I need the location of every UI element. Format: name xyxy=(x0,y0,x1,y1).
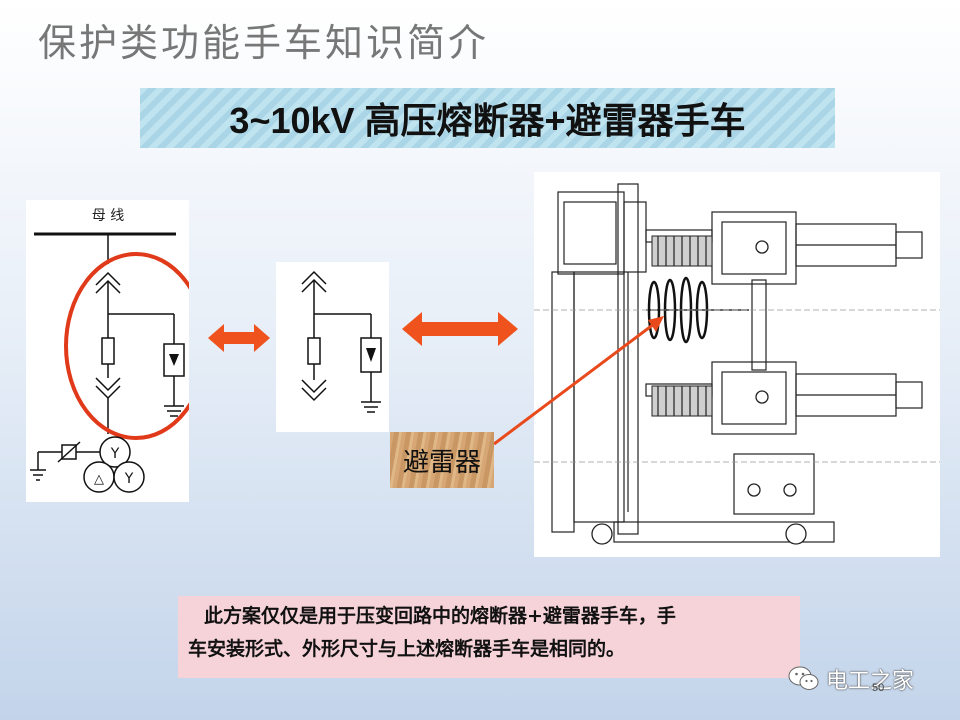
fuse-symbol xyxy=(101,337,115,365)
wechat-logo-icon xyxy=(788,666,819,690)
highlight-circle xyxy=(64,252,189,440)
note-line-2: 车安装形式、外形尺寸与上述熔断器手车是相同的。 xyxy=(188,638,626,660)
pointer-arrow xyxy=(493,316,664,446)
subtitle-banner: 3~10kV 高压熔断器+避雷器手车 xyxy=(140,88,835,148)
double-arrow-icon xyxy=(208,324,270,352)
pt-winding-2 xyxy=(113,461,145,493)
svg-text:△: △ xyxy=(94,472,104,487)
handcart-schematic xyxy=(276,262,389,432)
watermark-text: 电工之家 xyxy=(826,669,915,694)
double-arrow-icon xyxy=(402,312,518,346)
handcart-schematic-svg xyxy=(301,270,382,413)
watermark: 电工之家 xyxy=(788,664,914,694)
svg-text:Y: Y xyxy=(124,471,134,487)
circuit-diagram-full: 母 线 Y △ Y xyxy=(26,200,189,502)
fuse-symbol xyxy=(307,337,321,365)
slide-title: 保护类功能手车知识简介 xyxy=(38,21,490,65)
svg-text:Y: Y xyxy=(110,446,120,462)
arrestor-label: 避雷器 xyxy=(390,432,494,488)
note-box: 此方案仅仅是用于压变回路中的熔断器+避雷器手车，手 车安装形式、外形尺寸与上述熔… xyxy=(178,596,800,678)
busbar-label: 母 线 xyxy=(92,208,124,224)
circuit-diagram-svg: 母 线 Y △ Y xyxy=(30,208,189,493)
page-number: 50 xyxy=(872,682,885,694)
mechanical-drawing-svg xyxy=(534,183,940,545)
note-line-1: 此方案仅仅是用于压变回路中的熔断器+避雷器手车，手 xyxy=(204,605,676,627)
